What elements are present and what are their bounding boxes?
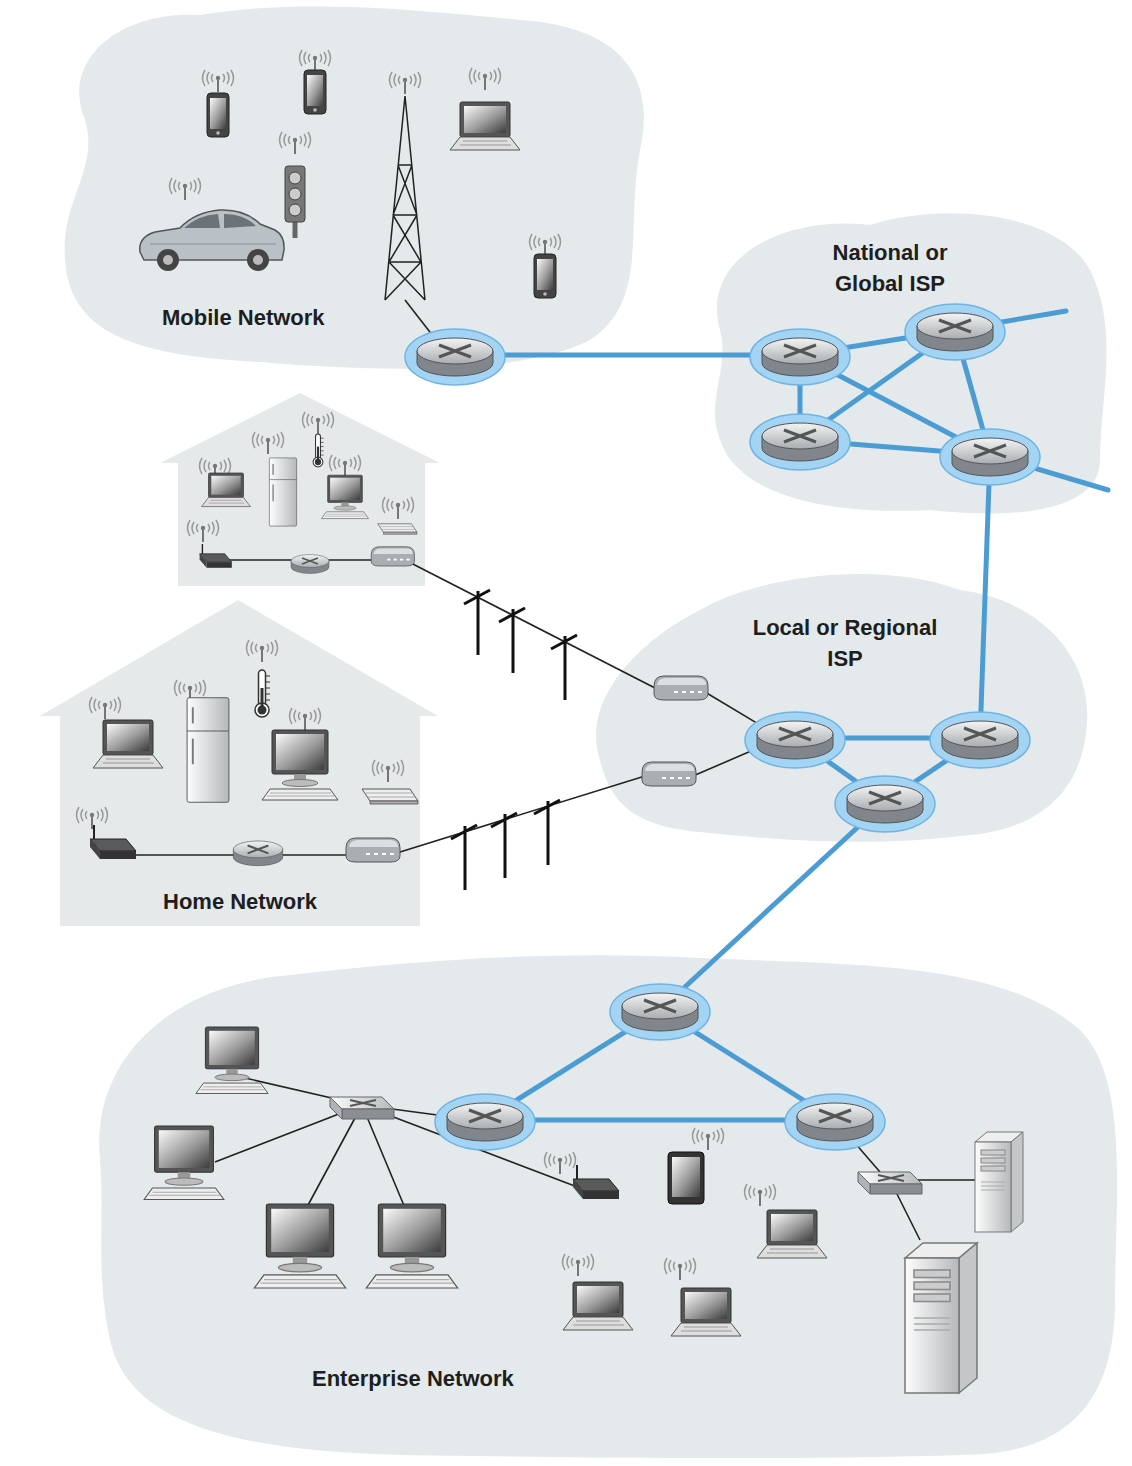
network-link <box>455 353 800 358</box>
network-region: National or Global ISP <box>705 215 1110 515</box>
network-region: Home Network <box>40 600 440 926</box>
house-top <box>160 393 440 586</box>
network-link <box>980 455 990 738</box>
enterprise-devices <box>144 1027 1023 1393</box>
enterprise-blob <box>99 955 1117 1458</box>
mobile-blob <box>65 6 644 368</box>
utility-poles <box>451 590 577 890</box>
mobile-devices <box>140 50 561 300</box>
home-devices-bottom <box>77 640 419 866</box>
region-label: Local or Regional ISP <box>750 612 940 674</box>
region-label: Enterprise Network <box>312 1363 514 1394</box>
home-devices-top <box>188 412 418 574</box>
house-bottom <box>40 600 438 926</box>
region-label: Mobile Network <box>162 302 325 333</box>
network-region: Enterprise Network <box>95 945 1120 1455</box>
routers <box>405 304 1040 1150</box>
network-region: Mobile Network <box>60 0 650 365</box>
local-isp-blob <box>596 574 1087 842</box>
network-link <box>660 802 885 1010</box>
network-link <box>400 776 645 852</box>
region-label: National or Global ISP <box>805 237 975 299</box>
isp-links <box>485 311 1108 1120</box>
cell-tower <box>385 96 425 300</box>
houses <box>40 393 440 926</box>
wires <box>110 300 975 1240</box>
region-blobs <box>65 6 1118 1458</box>
region-label: Home Network <box>163 886 317 917</box>
isp-modems <box>642 676 708 786</box>
network-region: Local or Regional ISP <box>590 570 1090 840</box>
